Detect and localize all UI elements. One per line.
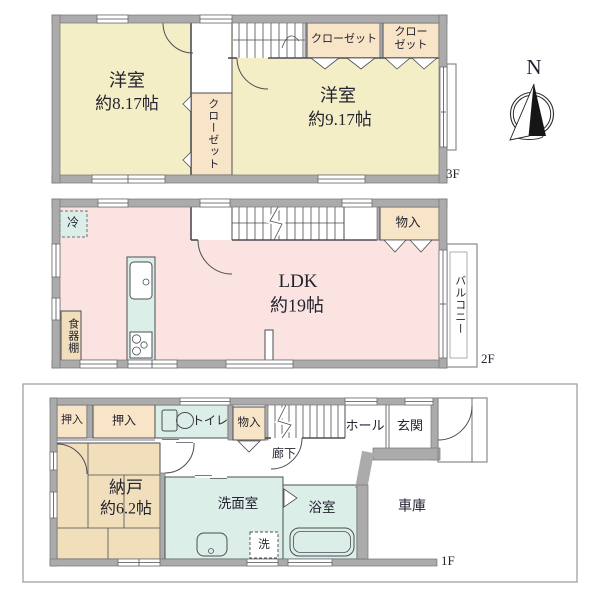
oshiire2-label: 押入 xyxy=(111,413,137,428)
stairs-2f xyxy=(232,205,344,242)
storage-1f-label: 物入 xyxy=(237,416,261,429)
fridge-label: 冷 xyxy=(66,215,80,230)
room2-3f-name: 洋室 xyxy=(320,85,356,106)
floor-1f-plan xyxy=(22,383,578,583)
bath-door-mark xyxy=(283,488,298,508)
door-arc-room2-3f xyxy=(236,57,269,90)
stairs-3f xyxy=(233,23,307,58)
floor-label-3f: 3F xyxy=(446,166,460,181)
closet-corner-3f xyxy=(382,22,440,59)
door-arc-nando-right xyxy=(164,442,195,474)
closet-top-label: クローゼット xyxy=(311,33,377,46)
toilet-label: トイレ xyxy=(191,413,229,428)
wall-stub-2f xyxy=(264,329,274,362)
closet-top-3f xyxy=(306,22,381,59)
washer-label: 洗 xyxy=(258,538,270,551)
compass-needle-black xyxy=(529,84,546,136)
compass-north-label: N xyxy=(526,54,542,79)
corridor-label: 廊下 xyxy=(271,446,297,461)
cupboard-label: 食器棚 xyxy=(66,318,79,354)
kitchen-counter xyxy=(126,256,156,361)
oshiire2-box xyxy=(92,404,156,439)
windows-2f xyxy=(51,198,448,369)
room2-3f-size: 約9.17帖 xyxy=(308,110,372,130)
floor-label-2f: 2F xyxy=(481,351,495,366)
windows-1f xyxy=(49,397,434,567)
balcony-label: バルコニー xyxy=(453,275,466,335)
bay-window-3f xyxy=(446,63,457,151)
nando-size: 約6.2帖 xyxy=(99,500,153,518)
compass xyxy=(509,83,555,141)
toilet-icon xyxy=(161,409,194,432)
floor-3f-plan xyxy=(51,14,457,184)
oshiire1-label: 押入 xyxy=(61,414,83,427)
door-arc-entrance xyxy=(437,405,473,441)
ldk-size: 約19帖 xyxy=(270,295,324,316)
bathtub-icon xyxy=(289,527,355,557)
room1-3f-size: 約8.17帖 xyxy=(95,94,159,114)
washbasin-icon xyxy=(196,532,228,557)
door-arc-ldk xyxy=(197,239,233,275)
storage-1f-box xyxy=(232,406,266,441)
garage-label: 車庫 xyxy=(398,499,426,515)
bathroom-label: 浴室 xyxy=(308,499,336,515)
hall-label: ホール xyxy=(345,418,385,434)
entrance-porch xyxy=(437,397,488,463)
refrigerator-box xyxy=(59,210,88,238)
kitchen-sink xyxy=(129,261,153,300)
windows-3f xyxy=(91,14,457,184)
door-arc-room1-3f xyxy=(162,22,194,54)
stairs-1f xyxy=(274,403,339,440)
washroom-label: 洗面室 xyxy=(217,495,259,511)
nando-name: 納戸 xyxy=(109,478,143,498)
closet-corner-label-1: クロー xyxy=(394,26,428,39)
door-arc-nando-left xyxy=(56,443,88,475)
storeroom-nando xyxy=(56,442,161,560)
closet-center-3f xyxy=(190,92,233,176)
floor-label-1f: 1F xyxy=(441,553,455,568)
floor-2f-plan xyxy=(51,198,478,369)
closet-corner-label-2: ゼット xyxy=(394,39,428,52)
entrance-label: 玄関 xyxy=(396,418,424,434)
washroom-box xyxy=(164,476,284,560)
storage-2f-label: 物入 xyxy=(395,215,421,230)
room1-3f-name: 洋室 xyxy=(109,70,145,91)
washer-box xyxy=(249,531,279,559)
closet-center-label: クローゼット xyxy=(206,98,219,170)
door-arc-corridor xyxy=(270,437,303,470)
ldk-name: LDK xyxy=(278,271,318,293)
